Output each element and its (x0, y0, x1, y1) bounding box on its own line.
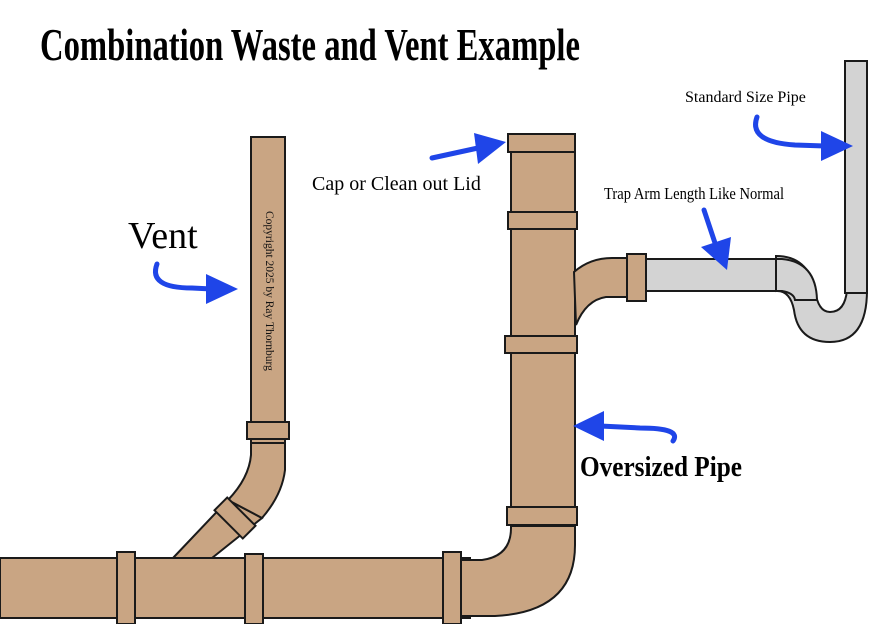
oversized-coupling-2 (504, 335, 578, 354)
drain-coupling-3 (442, 551, 462, 624)
vent-label: Vent (128, 215, 198, 257)
oversized-coupling-1 (507, 211, 578, 230)
trap-arm-label: Trap Arm Length Like Normal (604, 184, 784, 203)
cap-label: Cap or Clean out Lid (312, 173, 481, 195)
oversized-pipe-assembly (460, 133, 647, 617)
trap-assembly (645, 60, 869, 344)
drain-coupling-1 (116, 551, 136, 624)
vent-pipe-assembly: Copyright 2025 by Ray Thornburg (170, 136, 290, 559)
cap-arrow (429, 133, 506, 164)
main-drain (0, 551, 471, 624)
vent-coupling-diagonal (213, 496, 257, 540)
trap-arm-pipe (645, 258, 779, 292)
tee-branch (572, 257, 633, 326)
drain-pipe (0, 557, 471, 619)
oversized-label: Oversized Pipe (580, 451, 742, 483)
oversized-elbow (460, 523, 576, 617)
vent-arrow (153, 261, 238, 304)
arrows (153, 114, 853, 444)
diagram-title: Combination Waste and Vent Example (40, 19, 580, 70)
copyright-text: Copyright 2025 by Ray Thornburg (263, 211, 275, 371)
standard-pipe-label: Standard Size Pipe (685, 89, 806, 106)
standard-pipe-arrow (753, 114, 853, 161)
vent-coupling-top (246, 421, 290, 440)
oversized-coupling-3 (506, 506, 578, 526)
vent-elbow (226, 437, 286, 520)
drain-coupling-2 (244, 553, 264, 624)
trap-coupling (775, 258, 819, 301)
vent-vertical-pipe (250, 136, 286, 444)
tee-coupling (626, 253, 647, 302)
cap-clean-out-lid (507, 133, 576, 153)
standard-vertical-pipe (844, 60, 868, 294)
oversized-arrow (573, 411, 677, 444)
trap-arm-arrow (701, 207, 731, 270)
